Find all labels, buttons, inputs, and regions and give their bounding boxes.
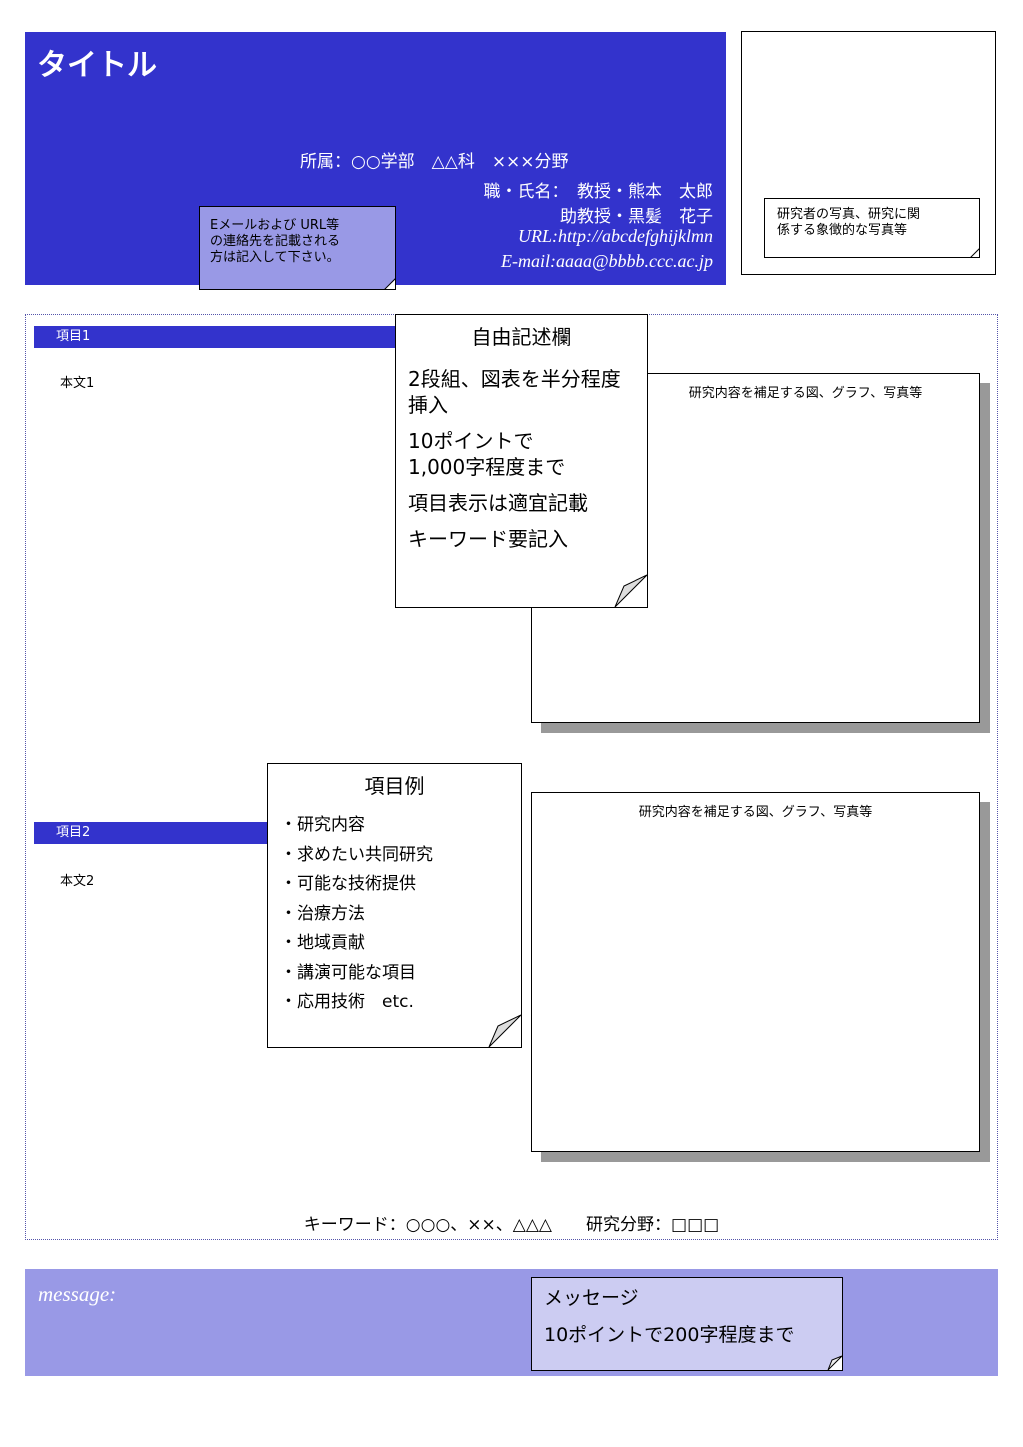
photo-note-line: 係する象徴的な写真等 (777, 223, 908, 238)
fold-corner-icon (488, 1014, 521, 1047)
free-note-item: 2段組、図表を半分程度挿入 (408, 367, 621, 417)
message-note-title: メッセージ (544, 1287, 639, 1309)
fold-corner-icon (384, 278, 395, 289)
page-title: タイトル (37, 48, 157, 83)
figure-placeholder-2: 研究内容を補足する図、グラフ、写真等 (531, 792, 980, 1152)
free-description-note: 自由記述欄 2段組、図表を半分程度挿入 10ポイントで 1,000字程度まで 項… (395, 314, 648, 608)
fold-corner-icon (614, 574, 647, 607)
section-heading-1: 項目1 (34, 326, 404, 348)
section-body-2: 本文2 (60, 874, 95, 889)
items-note-item: ・治療方法 (280, 903, 365, 924)
fold-corner-icon (970, 248, 979, 257)
free-note-item: 10ポイントで 1,000字程度まで (408, 429, 566, 479)
section-body-1: 本文1 (60, 376, 95, 391)
items-note-item: ・地域貢献 (280, 933, 365, 953)
items-note-item: ・講演可能な項目 (280, 962, 416, 983)
email-note-line: の連絡先を記載される (210, 234, 341, 249)
figure-caption-2: 研究内容を補足する図、グラフ、写真等 (638, 805, 873, 820)
items-note-item: ・研究内容 (280, 815, 365, 835)
position-line-1: 職・氏名： 教授・熊本 太郎 (483, 182, 714, 202)
email-note-line: Eメールおよび URL等 (210, 218, 340, 233)
email-note: Eメールおよび URL等 の連絡先を記載される 方は記入して下さい。 (199, 206, 396, 290)
fold-corner-icon (827, 1355, 842, 1370)
free-note-item: キーワード要記入 (408, 527, 568, 551)
items-note-title: 項目例 (364, 774, 425, 798)
affiliation-text: 所属：○○学部 △△科 ×××分野 (300, 152, 569, 172)
items-note-item: ・応用技術 etc. (280, 992, 414, 1012)
photo-note-line: 研究者の写真、研究に関 (777, 207, 921, 222)
section-heading-2: 項目2 (34, 822, 268, 844)
message-band (25, 1269, 998, 1376)
keywords-line: キーワード：○○○、××、△△△ 研究分野：□□□ (303, 1215, 720, 1235)
message-note: メッセージ 10ポイントで200字程度まで (531, 1277, 843, 1371)
message-note-text: 10ポイントで200字程度まで (544, 1324, 795, 1346)
items-note-item: ・可能な技術提供 (280, 874, 416, 894)
figure-caption-1: 研究内容を補足する図、グラフ、写真等 (688, 386, 923, 401)
email-text: E-mail:aaaa@bbbb.ccc.ac.jp (500, 251, 713, 271)
position-line-2: 助教授・黒髪 花子 (560, 207, 713, 227)
free-note-item: 項目表示は適宜記載 (408, 491, 588, 515)
url-text: URL:http://abcdefghijklmn (518, 226, 713, 246)
items-note-item: ・求めたい共同研究 (280, 844, 433, 865)
free-note-title: 自由記述欄 (471, 325, 572, 349)
item-examples-note: 項目例 ・研究内容 ・求めたい共同研究 ・可能な技術提供 ・治療方法 ・地域貢献… (267, 763, 522, 1048)
photo-note: 研究者の写真、研究に関 係する象徴的な写真等 (764, 198, 980, 258)
message-label: message: (38, 1282, 117, 1306)
email-note-line: 方は記入して下さい。 (210, 250, 340, 265)
